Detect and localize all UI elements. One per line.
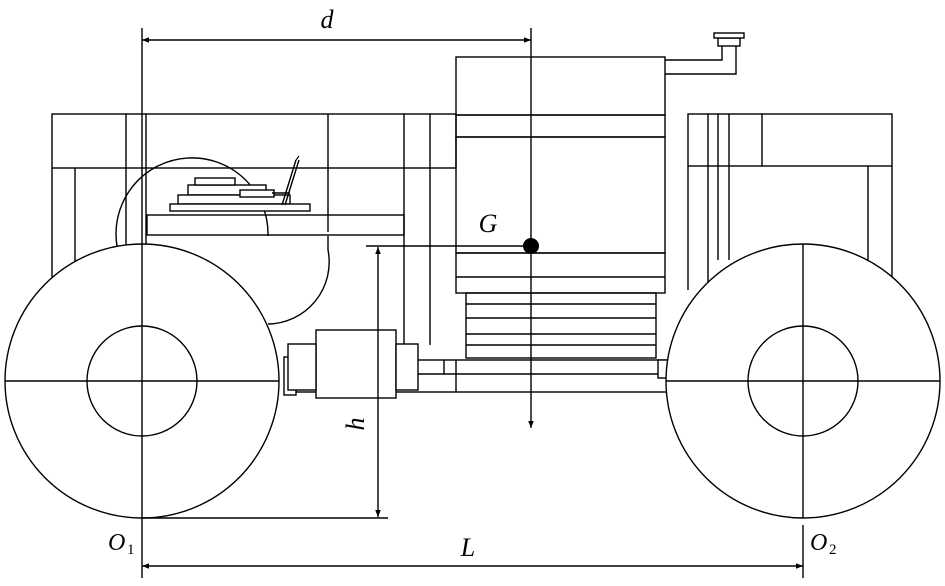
label-O2-main: O: [810, 530, 827, 556]
label-d: d: [321, 5, 335, 34]
engine-block: [455, 56, 666, 359]
label-L: L: [460, 533, 475, 562]
label-O2: O 2: [810, 530, 837, 558]
label-G: G: [479, 209, 498, 238]
axle: [283, 329, 671, 399]
label-h: h: [341, 418, 370, 431]
label-O1: O 1: [108, 530, 135, 558]
label-O2-sub: 2: [829, 542, 837, 558]
label-O1-main: O: [108, 530, 125, 556]
center-of-gravity-dot: [523, 238, 539, 254]
label-O1-sub: 1: [127, 542, 135, 558]
seat-assembly: [169, 155, 311, 212]
exhaust-pipe: [665, 32, 745, 75]
left-frame: [51, 113, 457, 345]
right-frame: [687, 113, 893, 290]
